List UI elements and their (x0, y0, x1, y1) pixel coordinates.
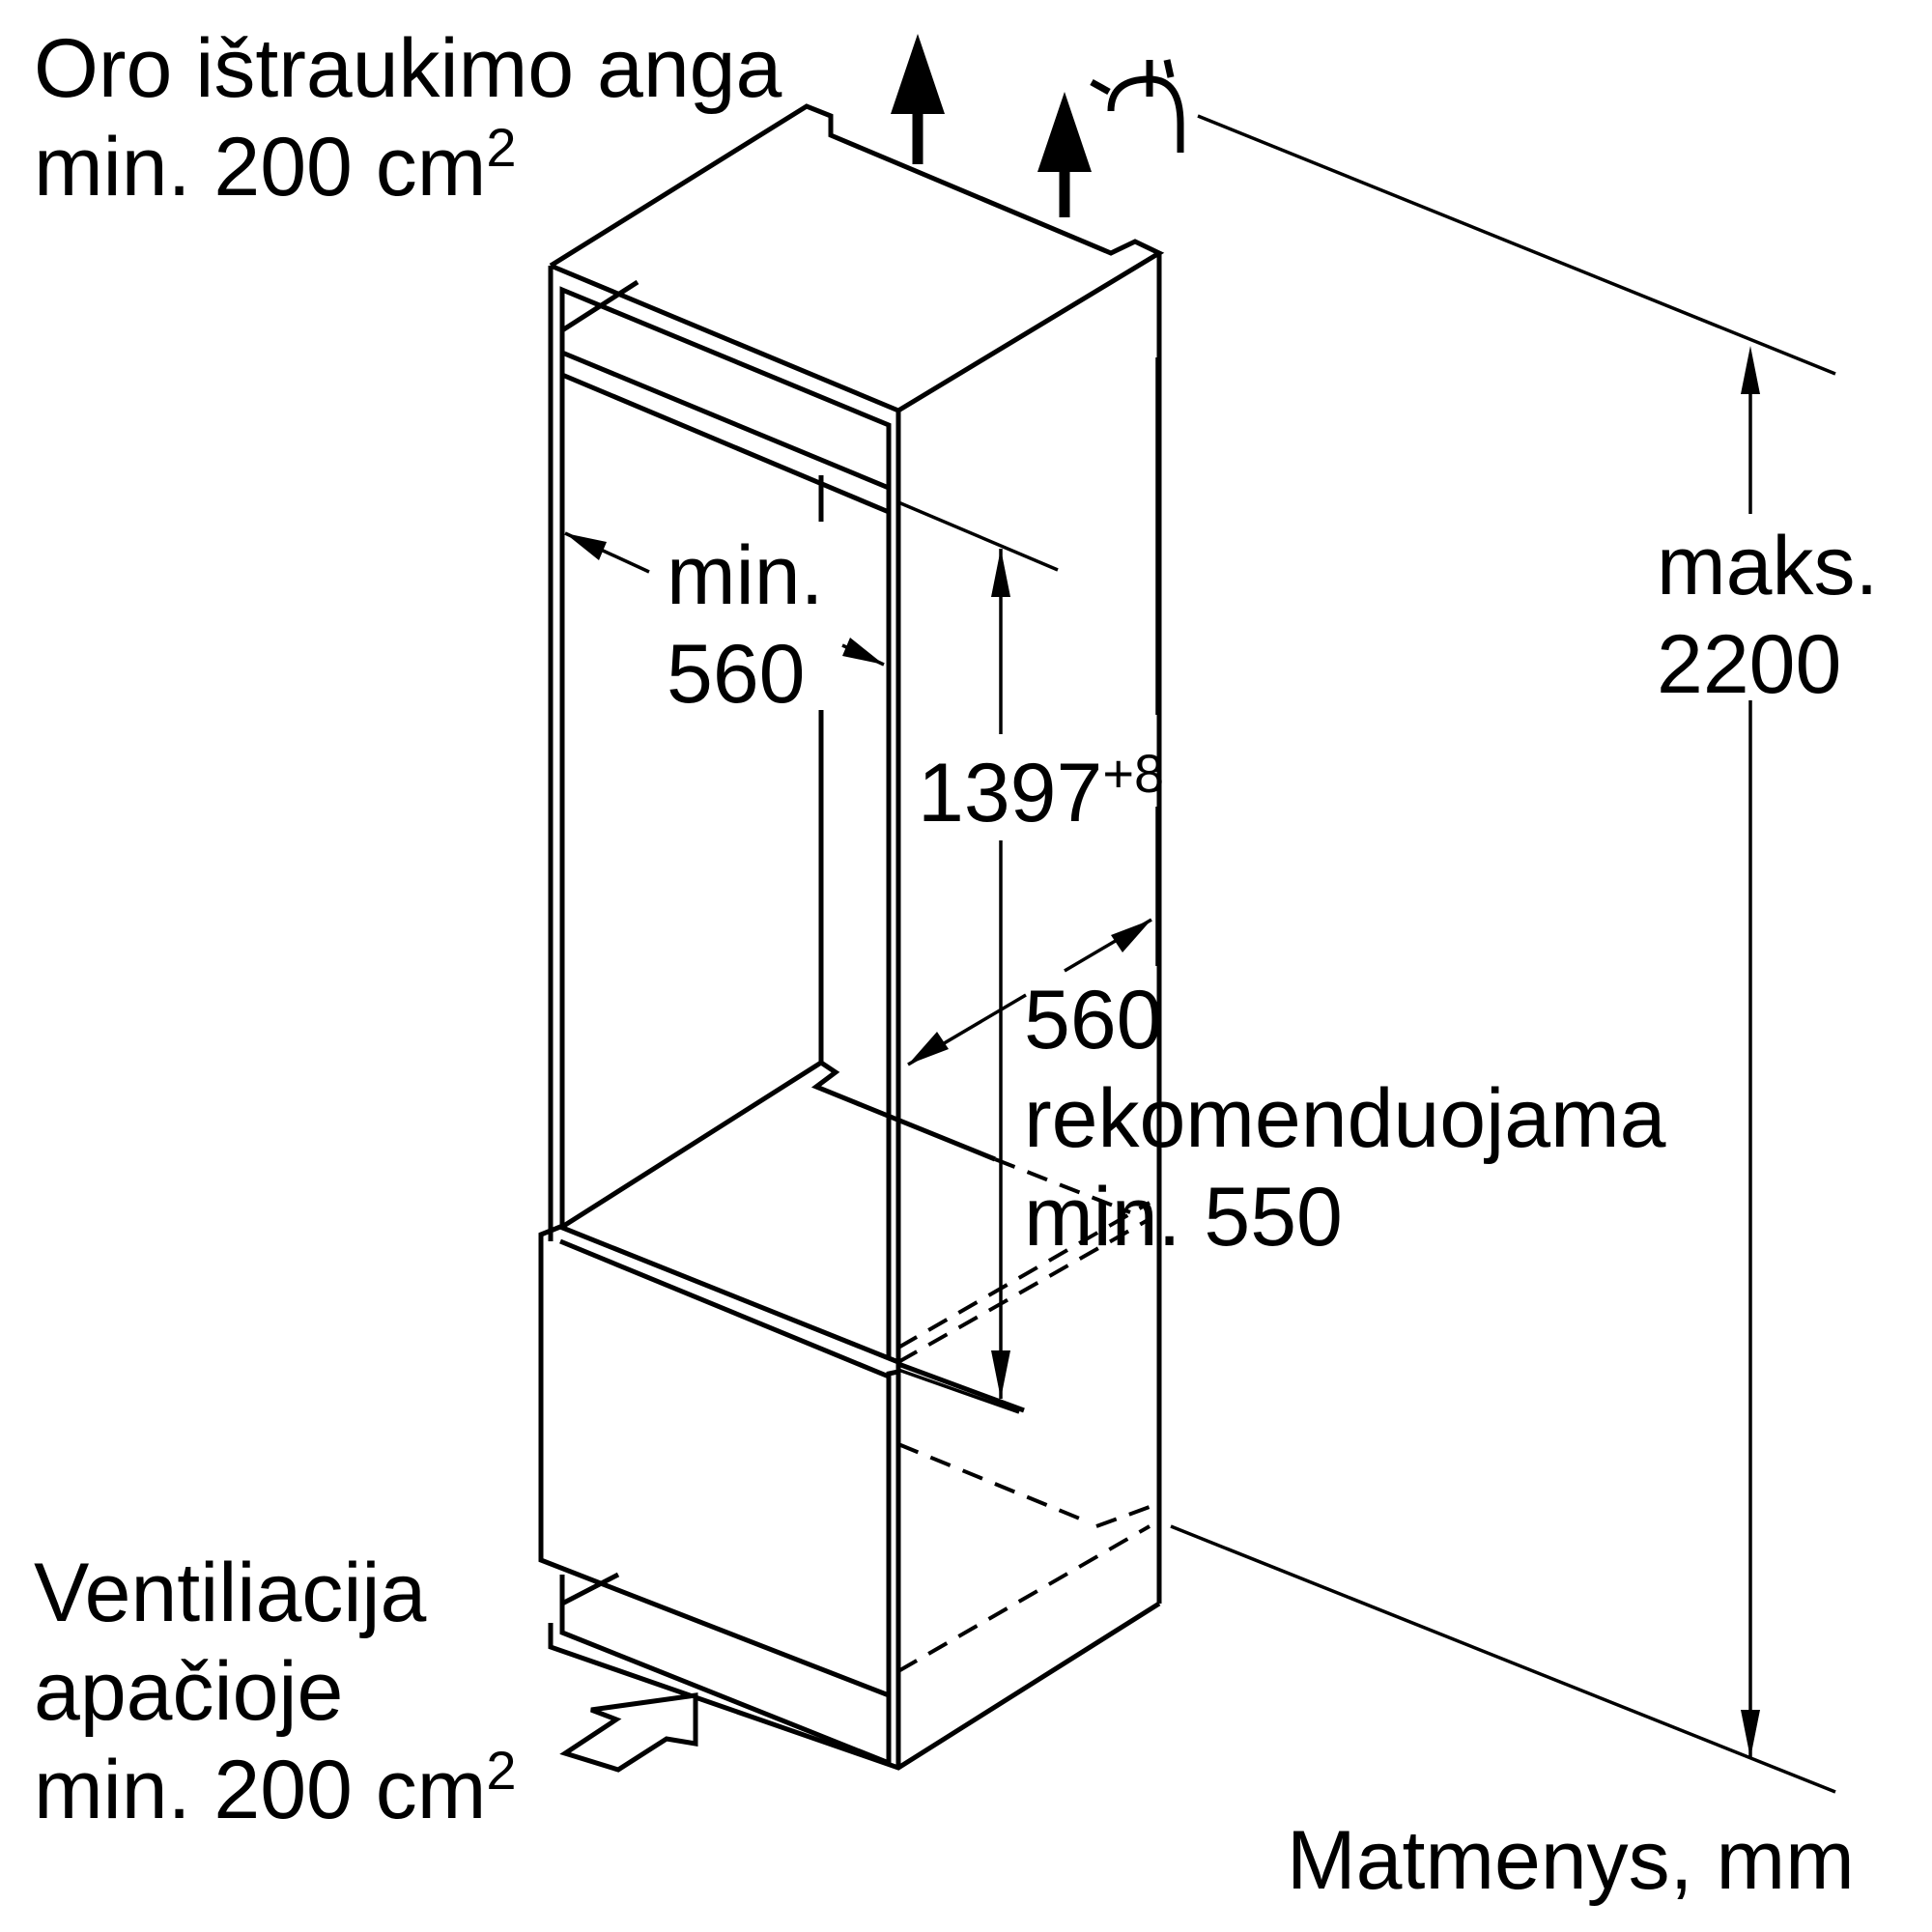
cabinet (538, 103, 1165, 1771)
niche-height-value: 1397 (918, 747, 1103, 839)
airflow-arrow-icon (559, 1692, 698, 1773)
extension-line-lower (897, 1368, 1020, 1414)
units-label: Matmenys, mm (1287, 1814, 1855, 1907)
dimension-niche-height (991, 549, 1010, 1399)
max-height-value: 2200 (1657, 618, 1842, 711)
depth-value: 560 (1024, 974, 1163, 1066)
extension-line-top (1197, 114, 1836, 376)
bottom-ventilation-label: Ventiliacija apačioje min. 200 cm2 (34, 1544, 517, 1849)
dimension-max-height (1741, 346, 1760, 1758)
bottom-ventilation-location: apačioje (34, 1645, 344, 1738)
depth-minimum: min. 550 (1024, 1171, 1343, 1264)
dimension-depth (907, 357, 1159, 1066)
dimension-width (564, 531, 885, 667)
width-prefix: min. (667, 529, 824, 622)
max-height-prefix: maks. (1657, 520, 1879, 612)
extension-line-upper (897, 500, 1059, 572)
width-label: min. 560 (667, 526, 823, 724)
extension-line-bottom (1170, 1524, 1836, 1794)
depth-recommended: rekomenduojama (1024, 1072, 1666, 1165)
width-value: 560 (667, 628, 806, 721)
depth-label: 560 rekomenduojama min. 550 (1024, 971, 1665, 1266)
bottom-ventilation-size: min. 200 cm2 (34, 1740, 517, 1836)
power-socket-icon (1090, 59, 1184, 153)
exhaust-opening-title: Oro ištraukimo anga (34, 22, 782, 115)
max-height-label: maks. 2200 (1657, 517, 1878, 714)
arrow-up-icon (1037, 92, 1092, 217)
exhaust-opening-size: min. 200 cm2 (34, 117, 517, 213)
niche-height-label: 1397+8 (918, 743, 1165, 852)
bottom-ventilation-title: Ventiliacija (34, 1547, 427, 1639)
exhaust-opening-label: Oro ištraukimo anga min. 200 cm2 (34, 19, 781, 226)
arrow-up-icon (891, 34, 945, 164)
niche-height-tolerance: +8 (1102, 743, 1165, 804)
